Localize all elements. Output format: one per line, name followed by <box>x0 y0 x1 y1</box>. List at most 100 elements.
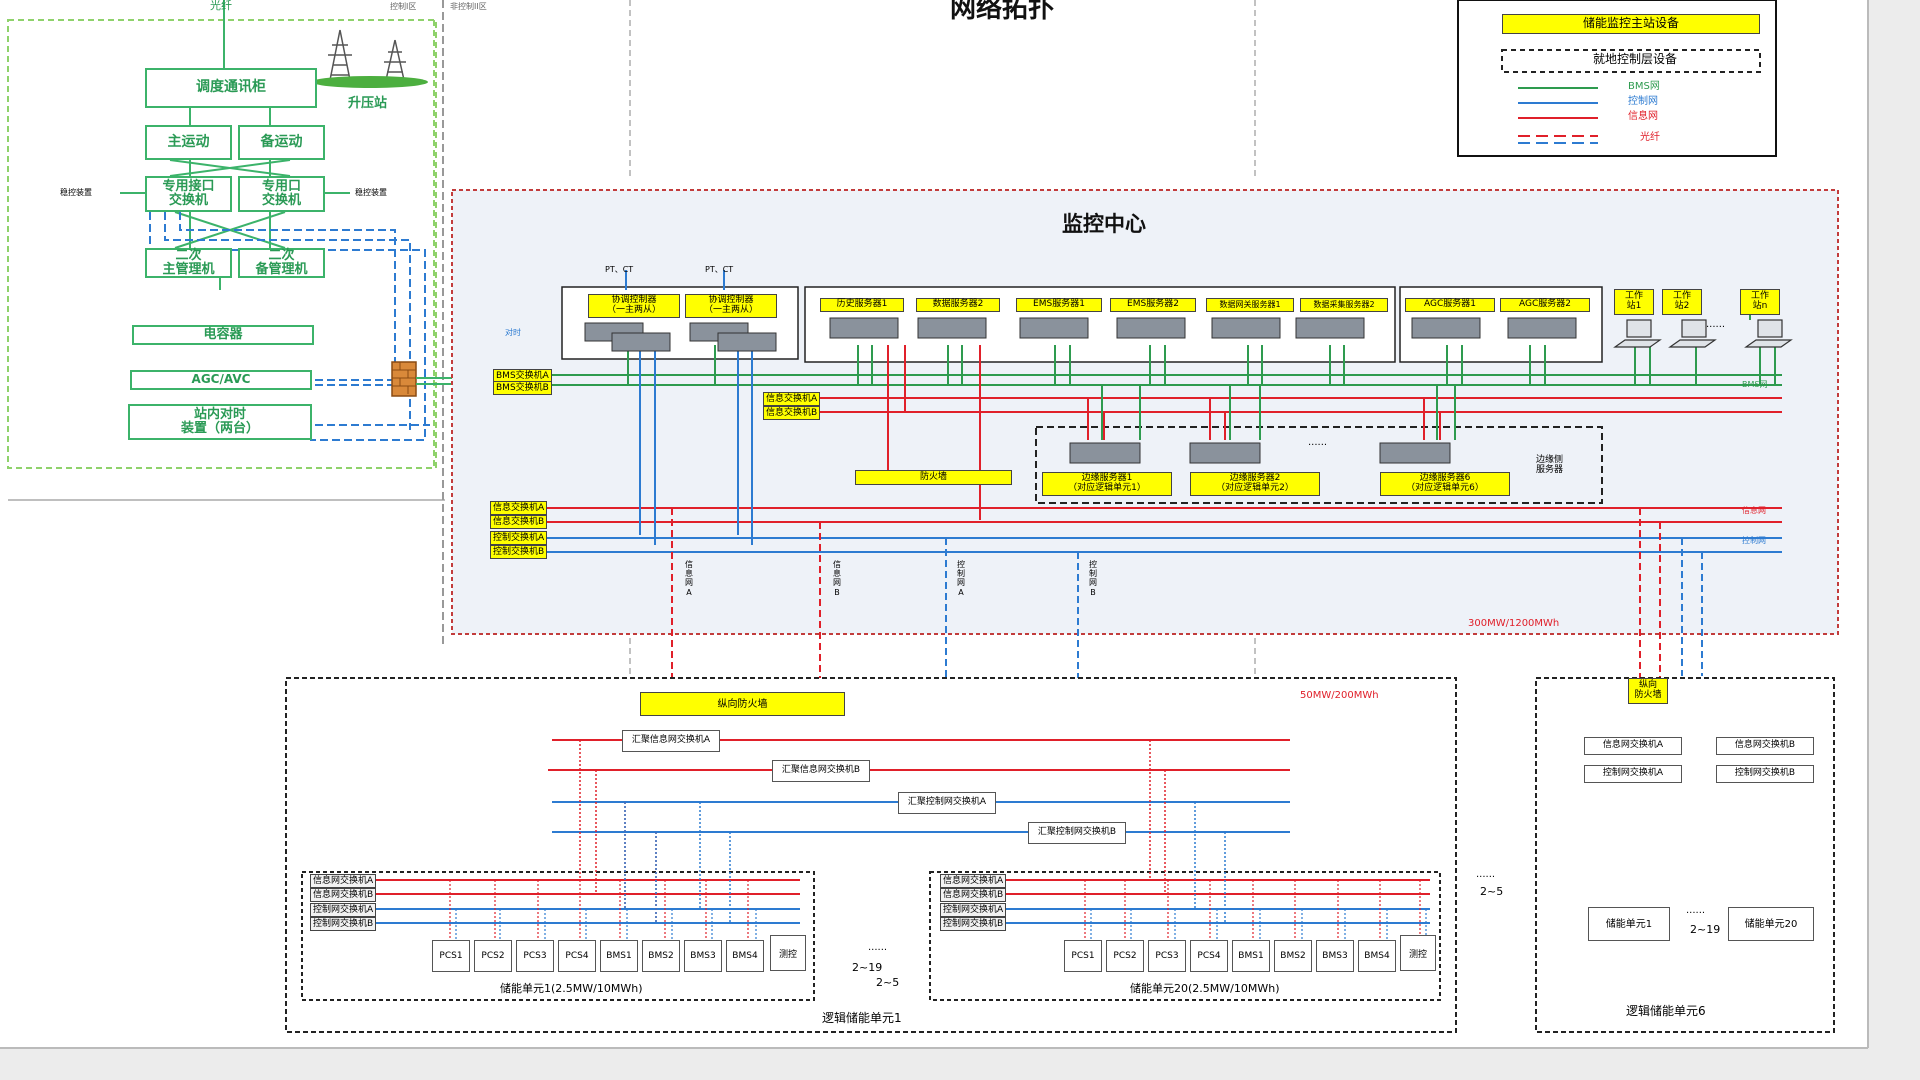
agg-ctrl-switch-a: 汇聚控制网交换机A <box>898 792 996 814</box>
unitB-info-switch-b: 信息网交换机B <box>940 888 1007 902</box>
logic-unit-6-frame <box>1535 677 1835 1033</box>
bms-switch-b: BMS交换机B <box>493 381 552 395</box>
left-ctrl-switch-b: 控制交换机B <box>490 545 548 559</box>
workstation-1: 工作 站1 <box>1614 289 1654 315</box>
vertical-label-ctrl-b: 控制网B <box>1089 560 1097 597</box>
vertical-label-info-b: 信息网B <box>833 560 841 597</box>
server-gateway-1: 数据网关服务器1 <box>1206 298 1294 312</box>
unit6-ellipsis: ······ <box>1686 908 1706 919</box>
transmission-tower-icon <box>328 29 406 81</box>
pt-ct-label-2: PT、CT <box>705 265 734 274</box>
unitB-pcs3: PCS3 <box>1148 940 1186 972</box>
bms-net-label: BMS网 <box>1742 380 1768 389</box>
legend-info-net: 信息网 <box>1628 111 1658 122</box>
agg-info-switch-b: 汇聚信息网交换机B <box>772 760 870 782</box>
info-switch-mid-a: 信息交换机A <box>763 392 821 406</box>
clock-tag: 对时 <box>505 328 521 337</box>
edge-server-1: 边缘服务器1 （对应逻辑单元1） <box>1042 472 1172 496</box>
unitB-bms3: BMS3 <box>1316 940 1354 972</box>
unitB-info-switch-a: 信息网交换机A <box>940 874 1007 888</box>
unit6-firewall: 纵向 防火墙 <box>1628 678 1668 704</box>
unitB-label: 储能单元20(2.5MW/10MWh) <box>1130 982 1280 995</box>
info-net-label: 信息网 <box>1742 506 1766 515</box>
ctrl-net-label: 控制网 <box>1742 536 1766 545</box>
firewall-mid: 防火墙 <box>855 470 1012 485</box>
between-range: 2~5 <box>1480 885 1504 898</box>
unitA-bms4: BMS4 <box>726 940 764 972</box>
legend-fiber: 光纤 <box>1640 132 1660 143</box>
unitB-measure-control: 测控 <box>1400 935 1436 971</box>
unitA-bms2: BMS2 <box>642 940 680 972</box>
unit6-unit-20: 储能单元20 <box>1728 907 1814 941</box>
workstation-icons <box>1613 319 1793 348</box>
unitB-ctrl-switch-b: 控制网交换机B <box>940 917 1007 931</box>
agc-avc-box: AGC/AVC <box>130 370 312 390</box>
unit1-group-label: 逻辑储能单元1 <box>822 1011 902 1025</box>
server-ems-1: EMS服务器1 <box>1016 298 1102 312</box>
unitB-pcs1: PCS1 <box>1064 940 1102 972</box>
unitB-bms4: BMS4 <box>1358 940 1396 972</box>
legend-ctrl-net: 控制网 <box>1628 96 1658 107</box>
booster-station-label: 升压站 <box>348 96 388 111</box>
unitA-measure-control: 测控 <box>770 935 806 971</box>
unit6-ctrl-switch-a: 控制网交换机A <box>1584 765 1682 783</box>
unitA-pcs3: PCS3 <box>516 940 554 972</box>
left-ctrl-switch-a: 控制交换机A <box>490 531 548 545</box>
unit1-capacity: 50MW/200MWh <box>1300 690 1379 701</box>
vertical-label-ctrl-a: 控制网A <box>957 560 965 597</box>
side-label-right: 稳控装置 <box>355 188 387 197</box>
coord-controller-1: 协调控制器 （一主两从） <box>588 294 680 318</box>
left-info-switch-b: 信息交换机B <box>490 515 548 529</box>
secondary-main-manager: 二次 主管理机 <box>145 248 232 278</box>
unit6-range: 2~19 <box>1690 923 1721 936</box>
page-title-partial: 网络拓扑 <box>950 0 1055 24</box>
legend-local-equipment: 就地控制层设备 <box>1592 52 1677 66</box>
unit6-info-switch-b: 信息网交换机B <box>1716 737 1814 755</box>
unit1-firewall: 纵向防火墙 <box>640 692 845 716</box>
ground-icon <box>312 76 428 88</box>
unitA-bms3: BMS3 <box>684 940 722 972</box>
unit6-unit-1: 储能单元1 <box>1588 907 1670 941</box>
unit1-mid-ellipsis-2: 2~5 <box>876 976 900 989</box>
unitA-ctrl-switch-a: 控制网交换机A <box>310 903 377 917</box>
unitA-info-switch-a: 信息网交换机A <box>310 874 377 888</box>
agc-server-2: AGC服务器2 <box>1500 298 1590 312</box>
vertical-label-info-a: 信息网A <box>685 560 693 597</box>
legend-bms-net: BMS网 <box>1628 81 1660 92</box>
fiber-label-top: 光纤 <box>210 0 232 12</box>
workstation-2: 工作 站2 <box>1662 289 1702 315</box>
agg-ctrl-switch-b: 汇聚控制网交换机B <box>1028 822 1126 844</box>
unitA-pcs1: PCS1 <box>432 940 470 972</box>
time-sync-box: 站内对时 装置（两台） <box>128 404 312 440</box>
logic-unit-1-frame <box>285 677 1457 1033</box>
dispatch-cabinet: 调度通讯柜 <box>145 68 317 108</box>
legend-station-equipment: 储能监控主站设备 <box>1502 14 1760 34</box>
unit1-mid-range: 2~19 <box>852 961 883 974</box>
unit6-ctrl-switch-b: 控制网交换机B <box>1716 765 1814 783</box>
pt-ct-label-1: PT、CT <box>605 265 634 274</box>
main-station-box: 主运动 <box>145 125 232 160</box>
edge-server-2: 边缘服务器2 （对应逻辑单元2） <box>1190 472 1320 496</box>
zone2-label: 非控制II区 <box>450 2 487 11</box>
agc-server-1: AGC服务器1 <box>1405 298 1495 312</box>
monitor-capacity: 300MW/1200MWh <box>1468 618 1560 629</box>
secondary-backup-manager: 二次 备管理机 <box>238 248 325 278</box>
monitor-center-title: 监控中心 <box>1062 211 1146 236</box>
server-history-1: 历史服务器1 <box>820 298 904 312</box>
server-collect-2: 数据采集服务器2 <box>1300 298 1388 312</box>
zone1-label: 控制I区 <box>390 2 417 11</box>
edge-server-6: 边缘服务器6 （对应逻辑单元6） <box>1380 472 1510 496</box>
side-label-left: 稳控装置 <box>60 188 92 197</box>
unitA-pcs4: PCS4 <box>558 940 596 972</box>
unitA-pcs2: PCS2 <box>474 940 512 972</box>
info-switch-mid-b: 信息交换机B <box>763 406 821 420</box>
edge-group-label: 边缘侧 服务器 <box>1536 455 1564 476</box>
workstation-ellipsis: ······ <box>1706 322 1726 333</box>
unit1-mid-ellipsis: ······ <box>868 945 888 956</box>
unitB-bms2: BMS2 <box>1274 940 1312 972</box>
edge-ellipsis: ······ <box>1308 440 1328 451</box>
agg-info-switch-a: 汇聚信息网交换机A <box>622 730 720 752</box>
server-ems-2: EMS服务器2 <box>1110 298 1196 312</box>
coord-controller-2: 协调控制器 （一主两从） <box>685 294 777 318</box>
workstation-n: 工作 站n <box>1740 289 1780 315</box>
